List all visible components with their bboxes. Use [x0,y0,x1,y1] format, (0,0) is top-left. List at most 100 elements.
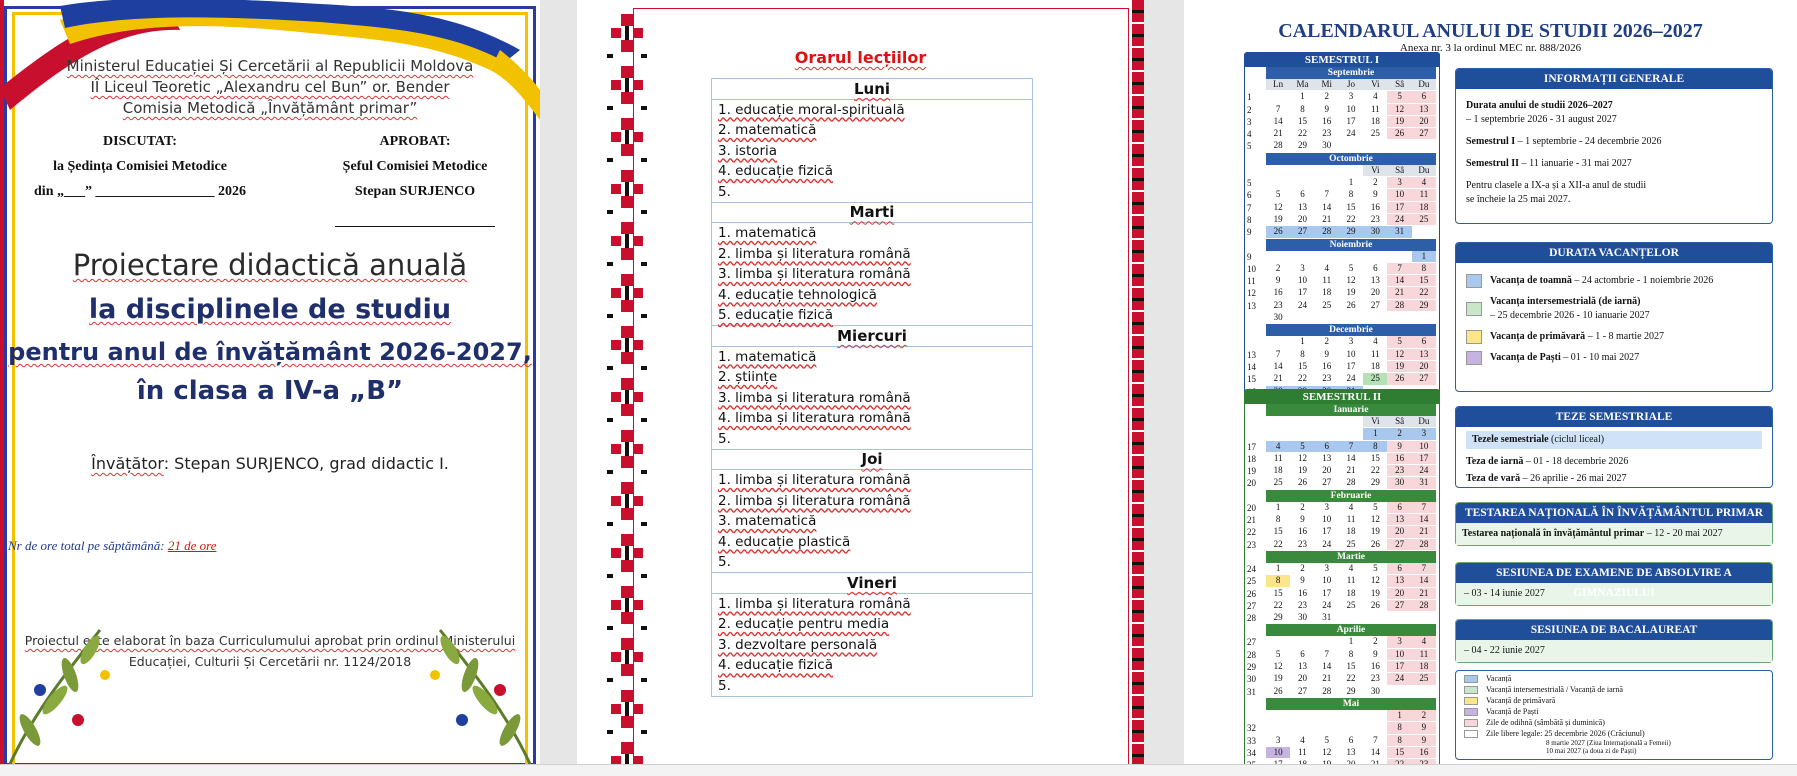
footer-line-1: Proiectul este elaborat în baza Curricul… [24,633,516,648]
week-number: 1 [1247,92,1252,103]
lesson-item: 5. educație fizică [711,305,1033,327]
calendar-day: 11 [1298,746,1307,757]
calendar-day [1315,416,1339,427]
week-number: 9 [1247,251,1252,262]
legend-text: Vacanță de primăvară [1486,696,1556,705]
calendar-day: 19 [1370,587,1380,598]
calendar-day: 28 [1322,685,1332,696]
calendar-day: 11 [1346,575,1356,586]
calendar-title: CALENDARUL ANULUI DE STUDII 2026–2027 [1278,20,1703,42]
aprobat-label: APROBAT: [379,134,451,149]
calendar-day: 18 [1370,115,1380,126]
vacation-dates: – 01 - 10 mai 2027 [1560,352,1640,363]
teze-head: TEZE SEMESTRIALE [1456,407,1772,427]
calendar-day: 13 [1370,275,1380,286]
week-number: 14 [1247,361,1256,372]
calendar-day [1290,416,1314,427]
calendar-day: 10 [1266,746,1291,759]
calendar-day: 15 [1346,201,1356,212]
calendar-day: 16 [1370,661,1380,672]
calendar-day [1339,428,1363,439]
week-number: 25 [1247,576,1256,587]
calendar-day: 6 [1387,501,1412,514]
calendar-day: 6 [1387,562,1412,575]
calendar-day: 21 [1411,587,1437,599]
calendar-day: 27 [1370,299,1380,310]
vacation-name: Vacanța de toamnă [1490,275,1572,286]
calendar-day: 16 [1297,526,1307,537]
calendar-day: 1 [1348,177,1354,188]
calendar-day [1387,612,1411,623]
bac-box: SESIUNEA DE BACALAUREAT – 04 - 22 iunie … [1455,619,1773,663]
legend-swatch [1464,729,1478,738]
lesson-row: 5. [711,675,1033,697]
vacation-item: Vacanța de Paști – 01 - 10 mai 2027 [1466,351,1762,365]
legend-item: Vacanță de primăvară [1464,695,1764,706]
calendar-day: 22 [1346,213,1356,224]
calendar-day: 4 [1348,562,1354,573]
calendar-day: 2 [1275,262,1281,273]
calendar-day [1363,612,1387,623]
calendar-day: 5 [1275,648,1281,659]
calendar-day [1387,140,1411,151]
legend-text: Zile libere legale: 25 decembrie 2026 (C… [1486,729,1645,738]
teacher-line: Învățător: Stepan SURJENCO, grad didacti… [0,454,540,473]
info-duration-value: – 1 septembrie 2026 - 31 august 2027 [1466,114,1617,125]
legend-swatch [1464,696,1478,705]
teacher-value: : Stepan SURJENCO, grad didactic I. [163,454,449,473]
calendar-day [1339,416,1363,427]
calendar-day: 16 [1297,587,1307,598]
week-number: 3 [1247,116,1252,127]
calendar-day [1290,428,1314,439]
calendar-day: 7 [1275,103,1281,114]
calendar-week-row: 3517181920212223 [1245,759,1439,764]
lesson-item: 5. [711,428,1033,450]
lesson-item: 2. limba și literatura română [711,243,1033,264]
calendar-day [1363,140,1387,151]
lesson-row: 3. limba și literatura română [711,263,1033,285]
week-number: 32 [1247,723,1256,734]
calendar-day: Du [1411,164,1437,177]
info-box: INFORMAȚII GENERALE Durata anului de stu… [1455,68,1773,224]
calendar-day [1412,686,1436,697]
page-frame [633,8,1129,764]
lesson-row: 3. dezvoltare personală [711,634,1033,656]
calendar-day: 12 [1370,514,1380,525]
vacation-dates: – 24 actombrie - 1 noiembrie 2026 [1571,275,1714,286]
month-header: Martie [1266,550,1436,563]
lesson-item: 4. limba și literatura română [711,408,1033,429]
lesson-item: 1. matematică [711,346,1033,367]
calendar-day [1339,710,1363,721]
schedule-title: Orarul lecțiilor [794,48,927,67]
legend-text: Vacanță [1486,674,1512,683]
calendar-day: 27 [1297,685,1307,696]
calendar-day: 22 [1411,287,1437,299]
calendar-day [1266,722,1290,733]
calendar-day: 17 [1297,287,1307,298]
info-note-1: Pentru clasele a IX-a și a XII-a anul de… [1466,180,1647,191]
vacation-dates-2: – 25 decembrie 2026 - 10 ianuarie 2027 [1490,310,1650,321]
calendar-day [1266,710,1290,721]
week-number: 27 [1247,637,1256,648]
legend-text: Vacanță intersemestrială / Vacanță de ia… [1486,685,1623,694]
calendar-day: 24 [1322,538,1332,549]
calendar-day: 5 [1324,734,1329,745]
calendar-day: 9 [1387,440,1412,452]
legend-swatch [1464,718,1478,727]
calendar-day: 14 [1370,746,1380,757]
calendar-day: 10 [1387,189,1412,201]
lesson-item: 1. matematică [711,222,1033,244]
discutat-line-1: la Ședința Comisiei Metodice [53,159,227,174]
calendar-day: 17 [1387,201,1412,213]
calendar-day [1266,336,1290,347]
calendar-day [1266,428,1290,439]
calendar-day: 24 [1411,465,1437,477]
